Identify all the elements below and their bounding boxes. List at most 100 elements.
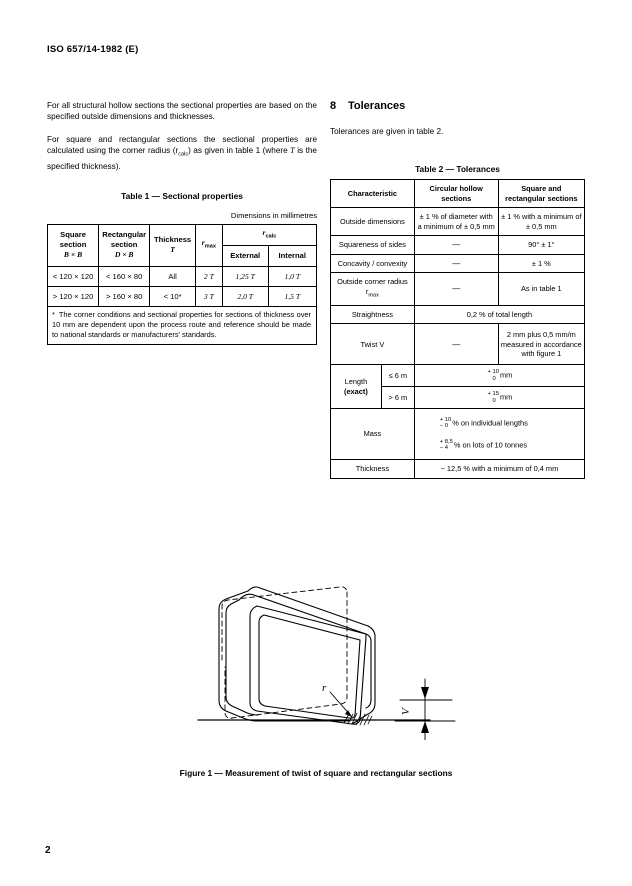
table1-cell-rect: > 160 × 80 (98, 285, 151, 307)
table2-cell-characteristic: Twist V (330, 323, 415, 366)
table1-wrapper: Square section B × B Rectangular section… (46, 223, 318, 345)
page-number: 2 (45, 845, 51, 856)
table2-cell-characteristic: Concavity / convexity (330, 253, 415, 274)
tube-right-outer-edge (351, 625, 376, 725)
table2-header-row: Characteristic Circular hollow sections … (330, 179, 586, 209)
paragraph-corner-radius: For square and rectangular sections the … (47, 134, 317, 173)
table1-footnote-text: The corner conditions and sectional prop… (52, 309, 311, 339)
table1-header-square-label: Square section (59, 230, 87, 250)
table1-header-external: External (221, 244, 269, 267)
table2-cell-characteristic: Straightness (330, 304, 415, 325)
section-number: 8 (330, 100, 337, 112)
table2-cell-circular: — (413, 323, 499, 366)
contact-hatching (343, 712, 373, 726)
table-row: Mass + 10 − 0 % on individual lengths + … (330, 408, 586, 460)
tolerance-unit: mm (499, 392, 513, 402)
table1-dimensions-note: Dimensions in millimetres (230, 210, 317, 220)
table2-cell-length-condition: > 6 m (380, 386, 415, 409)
front-face-top-edge (256, 605, 367, 638)
table2-cell-thickness-value: − 12,5 % with a minimum of 0,4 mm (413, 459, 586, 479)
table2-cell-characteristic-text: Outside corner radius r (337, 277, 408, 296)
table1-header-thickness-label: Thickness (154, 235, 192, 245)
table2-cell-characteristic: Outside corner radius rmax (330, 272, 415, 306)
table2-cell-circular: — (413, 272, 499, 306)
tolerance-fraction: + 10 0 (488, 369, 499, 382)
radius-arrow-head (345, 710, 352, 717)
table1-cell-square: > 120 × 120 (46, 285, 100, 307)
table1-header-square: Square section B × B (46, 223, 100, 267)
table1-header-thickness: Thickness T (149, 223, 196, 267)
table2-cell-length-value: + 15 0 mm (413, 386, 586, 409)
front-face-thickness-right (348, 639, 361, 719)
tolerance-fraction: + 8,5 − 4 (440, 439, 453, 452)
table1-footnote: *The corner conditions and sectional pro… (47, 306, 317, 345)
table1-header-rect-symbol: D × B (114, 250, 134, 260)
table1-body: < 120 × 120 < 160 × 80 All 2 T 1,25 T 1,… (46, 265, 318, 307)
table1-cell-thickness: All (149, 265, 196, 287)
table-row: Outside corner radius rmax — As in table… (330, 272, 586, 306)
table1-header-row: Square section B × B Rectangular section… (46, 223, 318, 267)
table1-cell-external: 2,0 T (221, 285, 269, 307)
table1-cell-rect: < 160 × 80 (98, 265, 151, 287)
table2-cell-circular: — (413, 235, 499, 255)
table2-body: Outside dimensions ± 1 % of diameter wit… (330, 207, 586, 479)
tolerance-upper: + 10 (487, 369, 499, 376)
table1-subheader-row: External Internal (48, 244, 318, 267)
mass-tolerance-line: + 10 − 0 % on individual lengths (417, 416, 582, 431)
table1-head: Square section B × B Rectangular section… (46, 223, 318, 267)
twist-arrow-head-upper (421, 687, 429, 699)
paragraph-corner-radius-part-2: ) as given in table 1 (where (188, 146, 291, 156)
front-face-thickness-left (258, 614, 350, 719)
table-row: Length (exact) ≤ 6 m + 10 0 mm (330, 364, 586, 409)
table2-cell-mass-values: + 10 − 0 % on individual lengths + 8,5 −… (413, 408, 586, 460)
table2-cell-length-condition: ≤ 6 m (380, 364, 415, 388)
radius-label: r (322, 682, 327, 694)
twist-label: V (400, 707, 412, 715)
tolerance-unit: mm (499, 370, 513, 380)
table1-cell-external: 1,25 T (221, 265, 269, 287)
table1-cell-internal: 1,5 T (267, 285, 318, 307)
table1-header-internal: Internal (267, 244, 318, 267)
document-header: ISO 657/14-1982 (E) (47, 44, 139, 55)
table1-header-rmax: rmax (194, 223, 223, 267)
table1-cell-rmax: 3 T (194, 285, 223, 307)
table2-cell-circular: ± 1 % of diameter with a minimum of ± 0,… (413, 207, 499, 237)
paragraph-sectional-properties: For all structural hollow sections the s… (47, 101, 317, 122)
table-row: Thickness − 12,5 % with a minimum of 0,4… (330, 459, 586, 479)
table2-cell-characteristic-sub: max (368, 292, 379, 299)
table2-length-label-exact: (exact) (343, 386, 368, 396)
table2-cell-characteristic: Outside dimensions (330, 207, 415, 237)
table1-header-rcalc-symbol: r (262, 227, 266, 237)
table2-header-circular: Circular hollow sections (413, 179, 499, 209)
table2-cell-square-rect: 90° ± 1° (497, 235, 586, 255)
table2-cell-square-rect: 2 mm plus 0,5 mm/m measured in accordanc… (497, 323, 586, 366)
front-face-thickness-top (263, 614, 361, 641)
table-row: Squareness of sides — 90° ± 1° (330, 235, 586, 255)
table1-caption: Table 1 — Sectional properties (121, 190, 243, 201)
section-title: Tolerances (348, 100, 406, 112)
table2-cell-length-label: Length (exact) (330, 364, 382, 409)
left-column: For all structural hollow sections the s… (46, 100, 318, 345)
front-face-right-edge (351, 636, 367, 725)
tube-bottom-inner-edge (244, 711, 259, 716)
tolerance-lower: − 0 (439, 423, 449, 430)
mass-tolerance-text: % on lots of 10 tonnes (453, 439, 528, 449)
rear-outline-top (247, 586, 369, 627)
mass-tolerance-line: + 8,5 − 4 % on lots of 10 tonnes (417, 438, 582, 453)
table2-cell-square-rect: ± 1 % (497, 253, 586, 274)
table2-cell-straightness-value: 0,2 % of total length (413, 304, 586, 325)
tolerance-fraction: + 15 0 (488, 391, 499, 404)
tolerance-upper: + 10 (439, 416, 452, 423)
table1-header-rmax-symbol: r (201, 238, 205, 248)
table2-caption: Table 2 — Tolerances (415, 164, 500, 175)
table1-header-rect-label: Rectangular section (102, 230, 147, 250)
table-row: Twist V — 2 mm plus 0,5 mm/m measured in… (330, 323, 586, 366)
table2-cell-length-value: + 10 0 mm (413, 364, 586, 388)
table1-header-rmax-sub: max (204, 243, 216, 250)
table2-cell-thickness-label: Thickness (330, 459, 415, 479)
figure-1-drawing: r V (0, 575, 632, 741)
table1-cell-rmax: 2 T (194, 265, 223, 287)
twist-arrow-head-lower (421, 721, 429, 733)
